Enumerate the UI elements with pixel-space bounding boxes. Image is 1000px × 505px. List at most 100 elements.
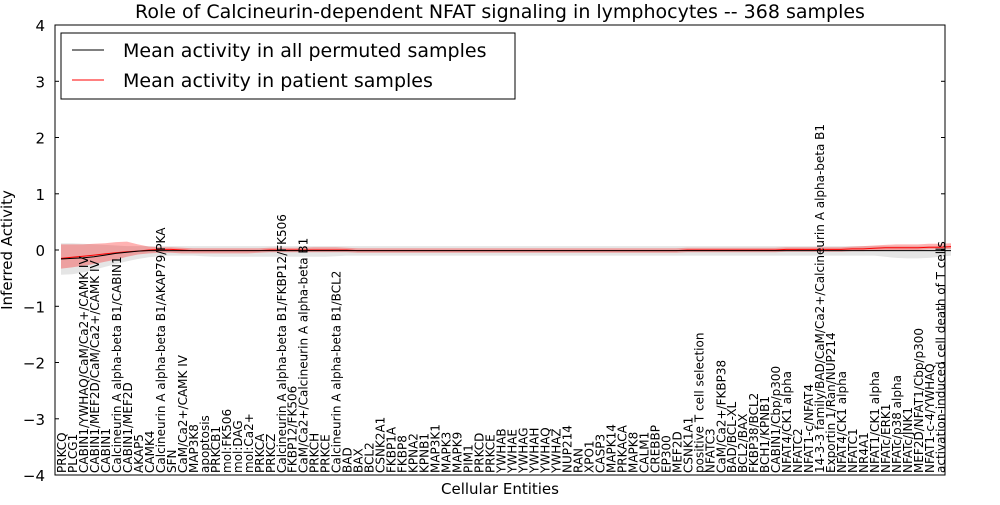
- x-tick-label: YWHAZ: [549, 428, 563, 474]
- line-permuted: [60, 250, 951, 260]
- x-tick-label: YWHAB: [495, 428, 509, 474]
- chart-title: Role of Calcineurin-dependent NFAT signa…: [135, 1, 865, 23]
- y-tick-label: −2: [23, 355, 45, 373]
- x-tick-label: PRKCA: [253, 433, 267, 473]
- y-tick-label: −1: [23, 298, 45, 316]
- x-tick-label: NFATC3: [703, 428, 717, 473]
- x-tick-label: mol:DAG: [231, 420, 245, 473]
- x-tick-label: mol:Ca2+: [242, 413, 256, 473]
- x-tick-label: 14-3-3 family/BAD/CaM/Ca2+/Calcineurin A…: [813, 124, 827, 473]
- band-permuted: [61, 243, 951, 275]
- y-tick-label: 4: [35, 17, 45, 35]
- y-tick-label: 3: [35, 73, 45, 91]
- y-tick-label: 2: [35, 130, 45, 148]
- x-tick-label: YWHAE: [506, 429, 520, 474]
- x-tick-label: Calcineurin A alpha-beta B1/AKAP79/PKA: [154, 227, 168, 473]
- x-tick-label: PRKCD: [473, 433, 487, 473]
- x-tick-label: PRKCE: [484, 434, 498, 473]
- band-patient: [61, 241, 951, 269]
- confidence-bands: [61, 241, 951, 275]
- x-tick-label: NFATc/p38 alpha: [890, 375, 904, 473]
- x-tick-label: CSNK1A1: [681, 417, 695, 473]
- x-tick-label: PLCG1: [66, 434, 80, 473]
- x-tick-label: NR4A1: [857, 432, 871, 473]
- x-tick-label: NFAT1-c/NFAT4: [802, 384, 816, 473]
- x-tick-label: NFATc/ERK1: [879, 404, 893, 473]
- x-tick-label: CaM/Ca2+/CAMK IV: [176, 354, 190, 473]
- x-tick-label: CALM1: [637, 432, 651, 473]
- x-tick-label: BCL2: [363, 442, 377, 473]
- x-tick-label: positive T cell selection: [692, 333, 706, 473]
- x-tick-label: BAD/BCL-XL: [725, 401, 739, 473]
- x-tick-label: BCH1/KPNB1: [758, 396, 772, 473]
- x-tick-label: FKBP1A: [385, 426, 399, 473]
- x-tick-label: NFATC1: [846, 428, 860, 473]
- x-tick-label: NFAT1-c-4/YWHAQ: [923, 363, 937, 473]
- x-tick-label: MAP3K8: [187, 424, 201, 473]
- x-tick-label: CaM/Ca2+/FKBP38: [714, 360, 728, 473]
- x-tick-label: PRKACA: [615, 424, 629, 473]
- x-tick-label: mol:FK506: [220, 409, 234, 473]
- x-tick-label: MAP3K1: [429, 424, 443, 473]
- x-tick-label: RAN: [571, 448, 585, 473]
- y-axis-ticks: 4 3 2 1 0 −1 −2 −3 −4: [23, 17, 945, 485]
- x-tick-label: MEF2D: [670, 431, 684, 473]
- x-tick-label: CASP3: [593, 434, 607, 473]
- x-tick-label: CABIN1/MEF2D: [121, 382, 135, 473]
- y-tick-label: 1: [35, 186, 45, 204]
- series-lines: [60, 246, 952, 260]
- x-tick-label: PRKCZ: [264, 434, 278, 473]
- x-tick-label: FKBP38/BCL2: [747, 393, 761, 473]
- x-tick-label: PRKCB1: [209, 426, 223, 473]
- x-tick-label: PRKCH: [308, 433, 322, 473]
- x-tick-label: Calcineurin A alpha-beta B1/BCL2: [330, 271, 344, 473]
- x-tick-label: NFAT4/CK1 alpha: [780, 371, 794, 473]
- y-tick-label: −4: [23, 467, 45, 485]
- x-tick-label: CABIN1/YWHAQ/CaM/Ca2+/CAMK IV: [77, 256, 91, 473]
- x-tick-label: FKBP8: [396, 435, 410, 473]
- x-tick-label: MAPK3: [440, 432, 454, 473]
- x-tick-label: CREBBP: [648, 425, 662, 473]
- x-tick-label: Calcineurin A alpha-beta B1/CABIN1: [110, 256, 124, 473]
- x-tick-label: activation-induced cell death of T cells: [934, 241, 948, 473]
- x-tick-label: YWHAG: [517, 427, 531, 474]
- x-tick-label: MAPK14: [604, 424, 618, 473]
- x-tick-label: PRKCE: [319, 434, 333, 473]
- x-tick-label: apoptosis: [198, 415, 212, 473]
- x-tick-label: CABIN1/MEF2D/CaM/Ca2+/CAMK IV: [88, 259, 102, 473]
- x-tick-label: NFATc/JNK1: [901, 407, 915, 473]
- x-tick-label: Exportin 1/Ran/NUP214: [824, 332, 838, 473]
- x-tick-label: XPO1: [582, 440, 596, 473]
- legend-label-patient: Mean activity in patient samples: [123, 70, 433, 92]
- x-tick-label: NFATC2: [791, 428, 805, 473]
- x-tick-label: BAD: [341, 447, 355, 473]
- x-tick-label: CSNK2A1: [374, 417, 388, 473]
- x-tick-label: EP300: [659, 435, 673, 473]
- x-tick-label: Calcineurin A alpha-beta B1/FKBP12/FK506: [275, 214, 289, 473]
- x-tick-label: CAMK4: [143, 431, 157, 473]
- y-tick-label: −3: [23, 411, 45, 429]
- x-tick-label: PIM1: [462, 444, 476, 473]
- x-tick-label: AKAP5: [132, 434, 146, 473]
- x-tick-label: PRKCQ: [55, 432, 69, 473]
- legend-label-permuted: Mean activity in all permuted samples: [123, 40, 486, 62]
- x-tick-label: NFAT4/CK1 alpha: [835, 371, 849, 473]
- x-tick-label: CABIN1/Cbp/p300: [769, 366, 783, 473]
- y-tick-label: 0: [35, 242, 45, 260]
- x-tick-label: MAPK8: [626, 432, 640, 473]
- x-tick-label: CaM/Ca2+/Calcineurin A alpha-beta B1: [297, 238, 311, 473]
- x-tick-label: MAPK9: [451, 432, 465, 473]
- x-tick-label: KPNB1: [418, 433, 432, 473]
- x-tick-label: KPNA2: [407, 433, 421, 473]
- x-axis-label: Cellular Entities: [441, 480, 559, 498]
- legend-box: [60, 32, 516, 100]
- x-tick-label: CABIN1: [99, 428, 113, 473]
- x-tick-label: BAX: [352, 448, 366, 473]
- x-tick-label: NFAT1/CK1 alpha: [868, 371, 882, 473]
- x-tick-label: SFN: [165, 450, 179, 474]
- legend: Mean activity in all permuted samples Me…: [60, 32, 516, 100]
- x-tick-label: YWHAH: [528, 428, 542, 474]
